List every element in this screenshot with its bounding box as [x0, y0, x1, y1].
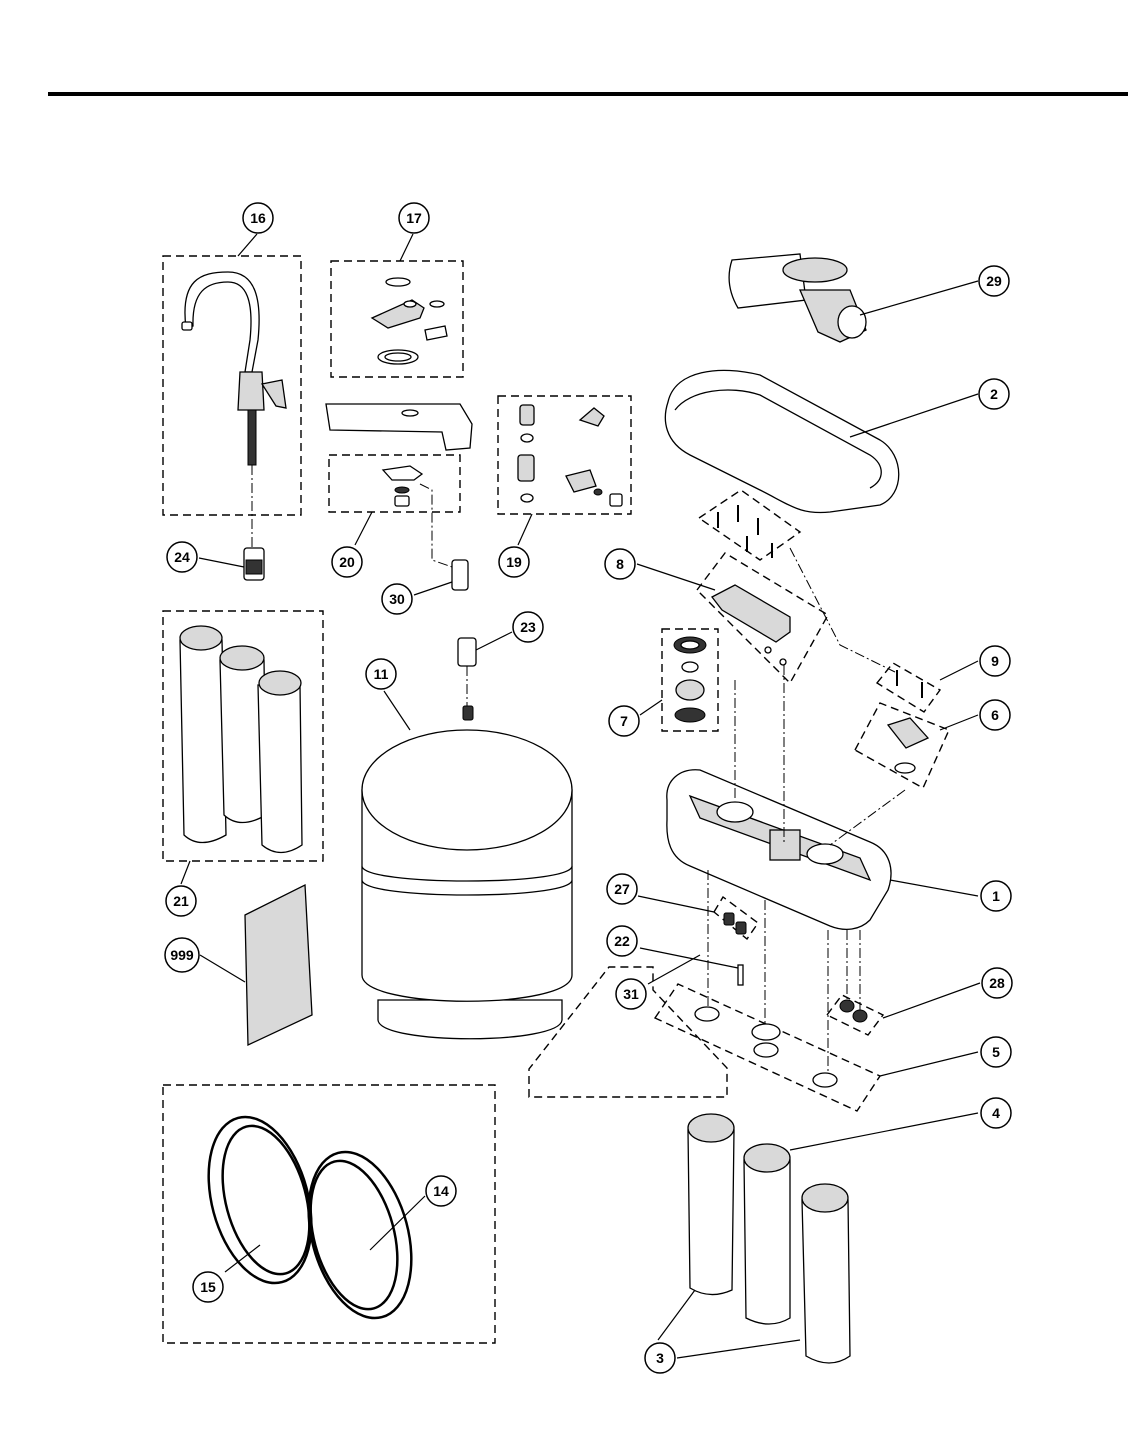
valve-seals-7-part	[673, 636, 707, 723]
insert-30-part	[451, 559, 469, 591]
callout-5: 5	[980, 1036, 1012, 1068]
callout-30: 30	[381, 583, 413, 615]
faucet-part	[181, 271, 287, 466]
callout-16-label: 16	[250, 210, 266, 226]
callout-8: 8	[604, 548, 636, 580]
faucet-base-kit-box	[330, 260, 464, 378]
callout-7: 7	[608, 705, 640, 737]
callout-19-label: 19	[506, 554, 522, 570]
callout-14: 14	[425, 1175, 457, 1207]
callout-6-label: 6	[991, 707, 999, 723]
callout-9: 9	[979, 645, 1011, 677]
tank-11-part	[361, 637, 573, 1040]
screws-part	[717, 505, 773, 558]
callout-1-label: 1	[992, 888, 1000, 904]
callout-6: 6	[979, 699, 1011, 731]
check-valve-27-part	[723, 912, 747, 935]
callout-2-label: 2	[990, 386, 998, 402]
callout-24-label: 24	[174, 549, 190, 565]
filters-3-4-part	[687, 1113, 851, 1364]
manual-999-part	[244, 883, 313, 1047]
callout-17-label: 17	[406, 210, 422, 226]
plugs-28-part	[839, 999, 868, 1023]
callout-7-label: 7	[620, 713, 628, 729]
callout-27-label: 27	[614, 881, 630, 897]
screws-9-part	[896, 670, 923, 698]
header-rule	[48, 92, 1128, 96]
valve-seals-box	[661, 628, 719, 732]
callout-22-label: 22	[614, 933, 630, 949]
valve-plate-box	[696, 552, 829, 685]
callout-14-label: 14	[433, 1183, 449, 1199]
callout-23: 23	[512, 611, 544, 643]
valve-plate-8-part	[711, 584, 791, 666]
faucet-base-kit-part	[370, 277, 448, 365]
callout-8-label: 8	[616, 556, 624, 572]
callout-29: 29	[978, 265, 1010, 297]
callout-22: 22	[606, 925, 638, 957]
callout-21-label: 21	[173, 893, 189, 909]
callout-28-label: 28	[989, 975, 1005, 991]
fittings-kit-part	[517, 404, 623, 507]
mounting-kit-part	[381, 465, 424, 507]
callout-1: 1	[980, 880, 1012, 912]
callout-999: 999	[164, 937, 200, 973]
callout-2: 2	[978, 378, 1010, 410]
base-housing-1-part	[666, 769, 892, 931]
plugs-28-box	[825, 994, 885, 1036]
callout-24: 24	[166, 541, 198, 573]
bracket-31-box	[528, 966, 728, 1098]
faucet-group-box	[162, 255, 302, 516]
callout-17: 17	[398, 202, 430, 234]
screws-box	[697, 489, 802, 561]
callout-23-label: 23	[520, 619, 536, 635]
fittings-kit-box	[497, 395, 632, 515]
inlet-valve-29-part	[728, 253, 867, 343]
callout-16: 16	[242, 202, 274, 234]
spare-filters-box	[162, 610, 324, 862]
callout-4: 4	[980, 1097, 1012, 1129]
cover-plate-box	[854, 702, 950, 789]
callout-31-label: 31	[623, 986, 639, 1002]
callout-4-label: 4	[992, 1105, 1000, 1121]
callout-15-label: 15	[200, 1279, 216, 1295]
callout-30-label: 30	[389, 591, 405, 607]
callout-15: 15	[192, 1271, 224, 1303]
tubing-box	[162, 1084, 496, 1344]
spare-filters-21-part	[179, 625, 303, 854]
screws-9-box	[875, 662, 942, 713]
callout-3-label: 3	[656, 1350, 664, 1366]
adapter-24-part	[243, 547, 265, 581]
callout-5-label: 5	[992, 1044, 1000, 1060]
cover-2-part	[664, 369, 900, 514]
tubing-14-15-part	[207, 1115, 413, 1320]
callout-31: 31	[615, 978, 647, 1010]
callout-999-label: 999	[170, 947, 194, 963]
callout-28: 28	[981, 967, 1013, 999]
callout-19: 19	[498, 546, 530, 578]
callout-27: 27	[606, 873, 638, 905]
escutcheon-plate-part	[325, 403, 473, 451]
pin-22-part	[737, 964, 744, 986]
cover-plate-6-part	[886, 717, 930, 774]
callout-20-label: 20	[339, 554, 355, 570]
callout-11-label: 11	[374, 666, 389, 682]
callout-21: 21	[165, 885, 197, 917]
callout-11: 11	[365, 658, 397, 690]
callout-3: 3	[644, 1342, 676, 1374]
callout-9-label: 9	[991, 653, 999, 669]
callout-20: 20	[331, 546, 363, 578]
callout-29-label: 29	[986, 273, 1002, 289]
base-seals-5-part	[694, 1006, 838, 1088]
mounting-kit-box	[328, 454, 461, 513]
